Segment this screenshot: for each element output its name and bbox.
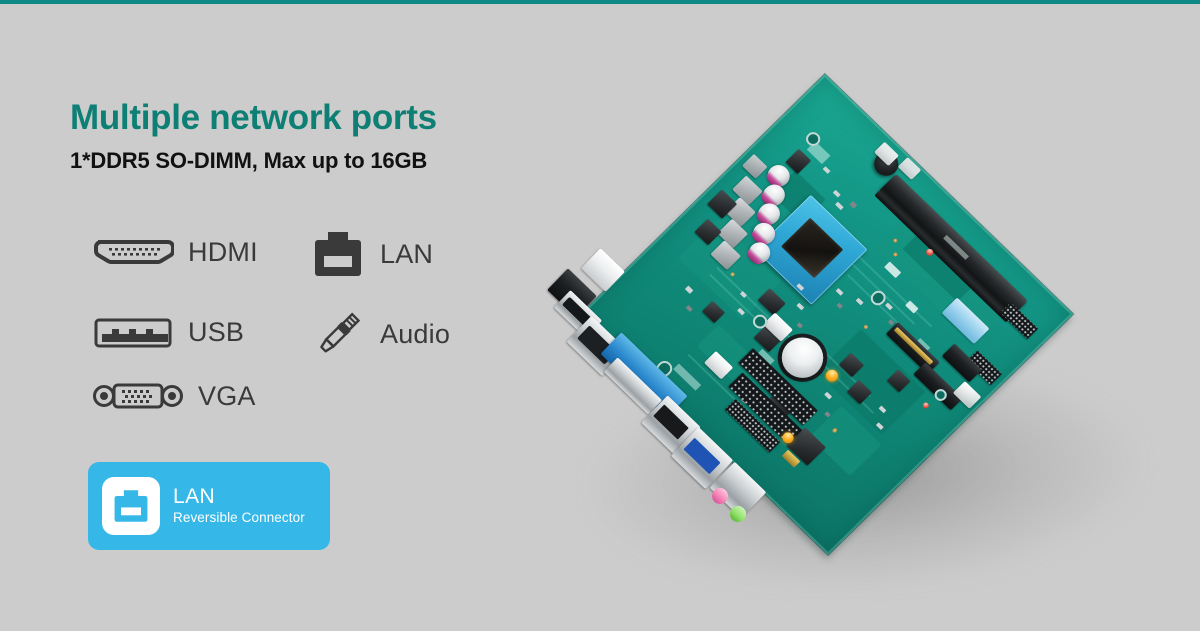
port-item-hdmi: HDMI — [92, 232, 258, 272]
port-label-lan: LAN — [380, 238, 434, 269]
wafer-connector — [898, 157, 922, 180]
top-accent-bar — [0, 0, 1200, 4]
port-item-audio: Audio — [310, 306, 450, 362]
page-title: Multiple network ports — [70, 98, 437, 137]
motherboard-photo — [530, 60, 1200, 631]
lan-badge-icon-tile — [102, 477, 160, 535]
lan-port-icon — [114, 490, 148, 522]
page-subtitle: 1*DDR5 SO-DIMM, Max up to 16GB — [70, 148, 428, 173]
port-label-usb: USB — [188, 316, 245, 347]
port-label-hdmi: HDMI — [188, 236, 258, 267]
port-label-audio: Audio — [380, 318, 451, 349]
lan-badge-title: LAN — [173, 485, 216, 509]
port-item-lan: LAN — [310, 226, 433, 282]
usb-port-icon — [94, 318, 172, 348]
port-item-usb: USB — [92, 312, 244, 352]
lan-badge-subtitle: Reversible Connector — [173, 510, 305, 526]
lan-feature-badge[interactable]: LAN Reversible Connector — [88, 462, 330, 550]
port-item-vga: VGA — [92, 377, 256, 415]
vga-port-icon — [93, 383, 183, 409]
audio-jack-icon — [320, 312, 361, 353]
wafer-connector — [952, 381, 982, 410]
status-led — [921, 400, 931, 410]
hdmi-port-icon — [94, 240, 174, 264]
port-label-vga: VGA — [198, 380, 256, 411]
lan-badge-text: LAN Reversible Connector — [173, 486, 305, 525]
lan-port-icon — [315, 232, 361, 276]
